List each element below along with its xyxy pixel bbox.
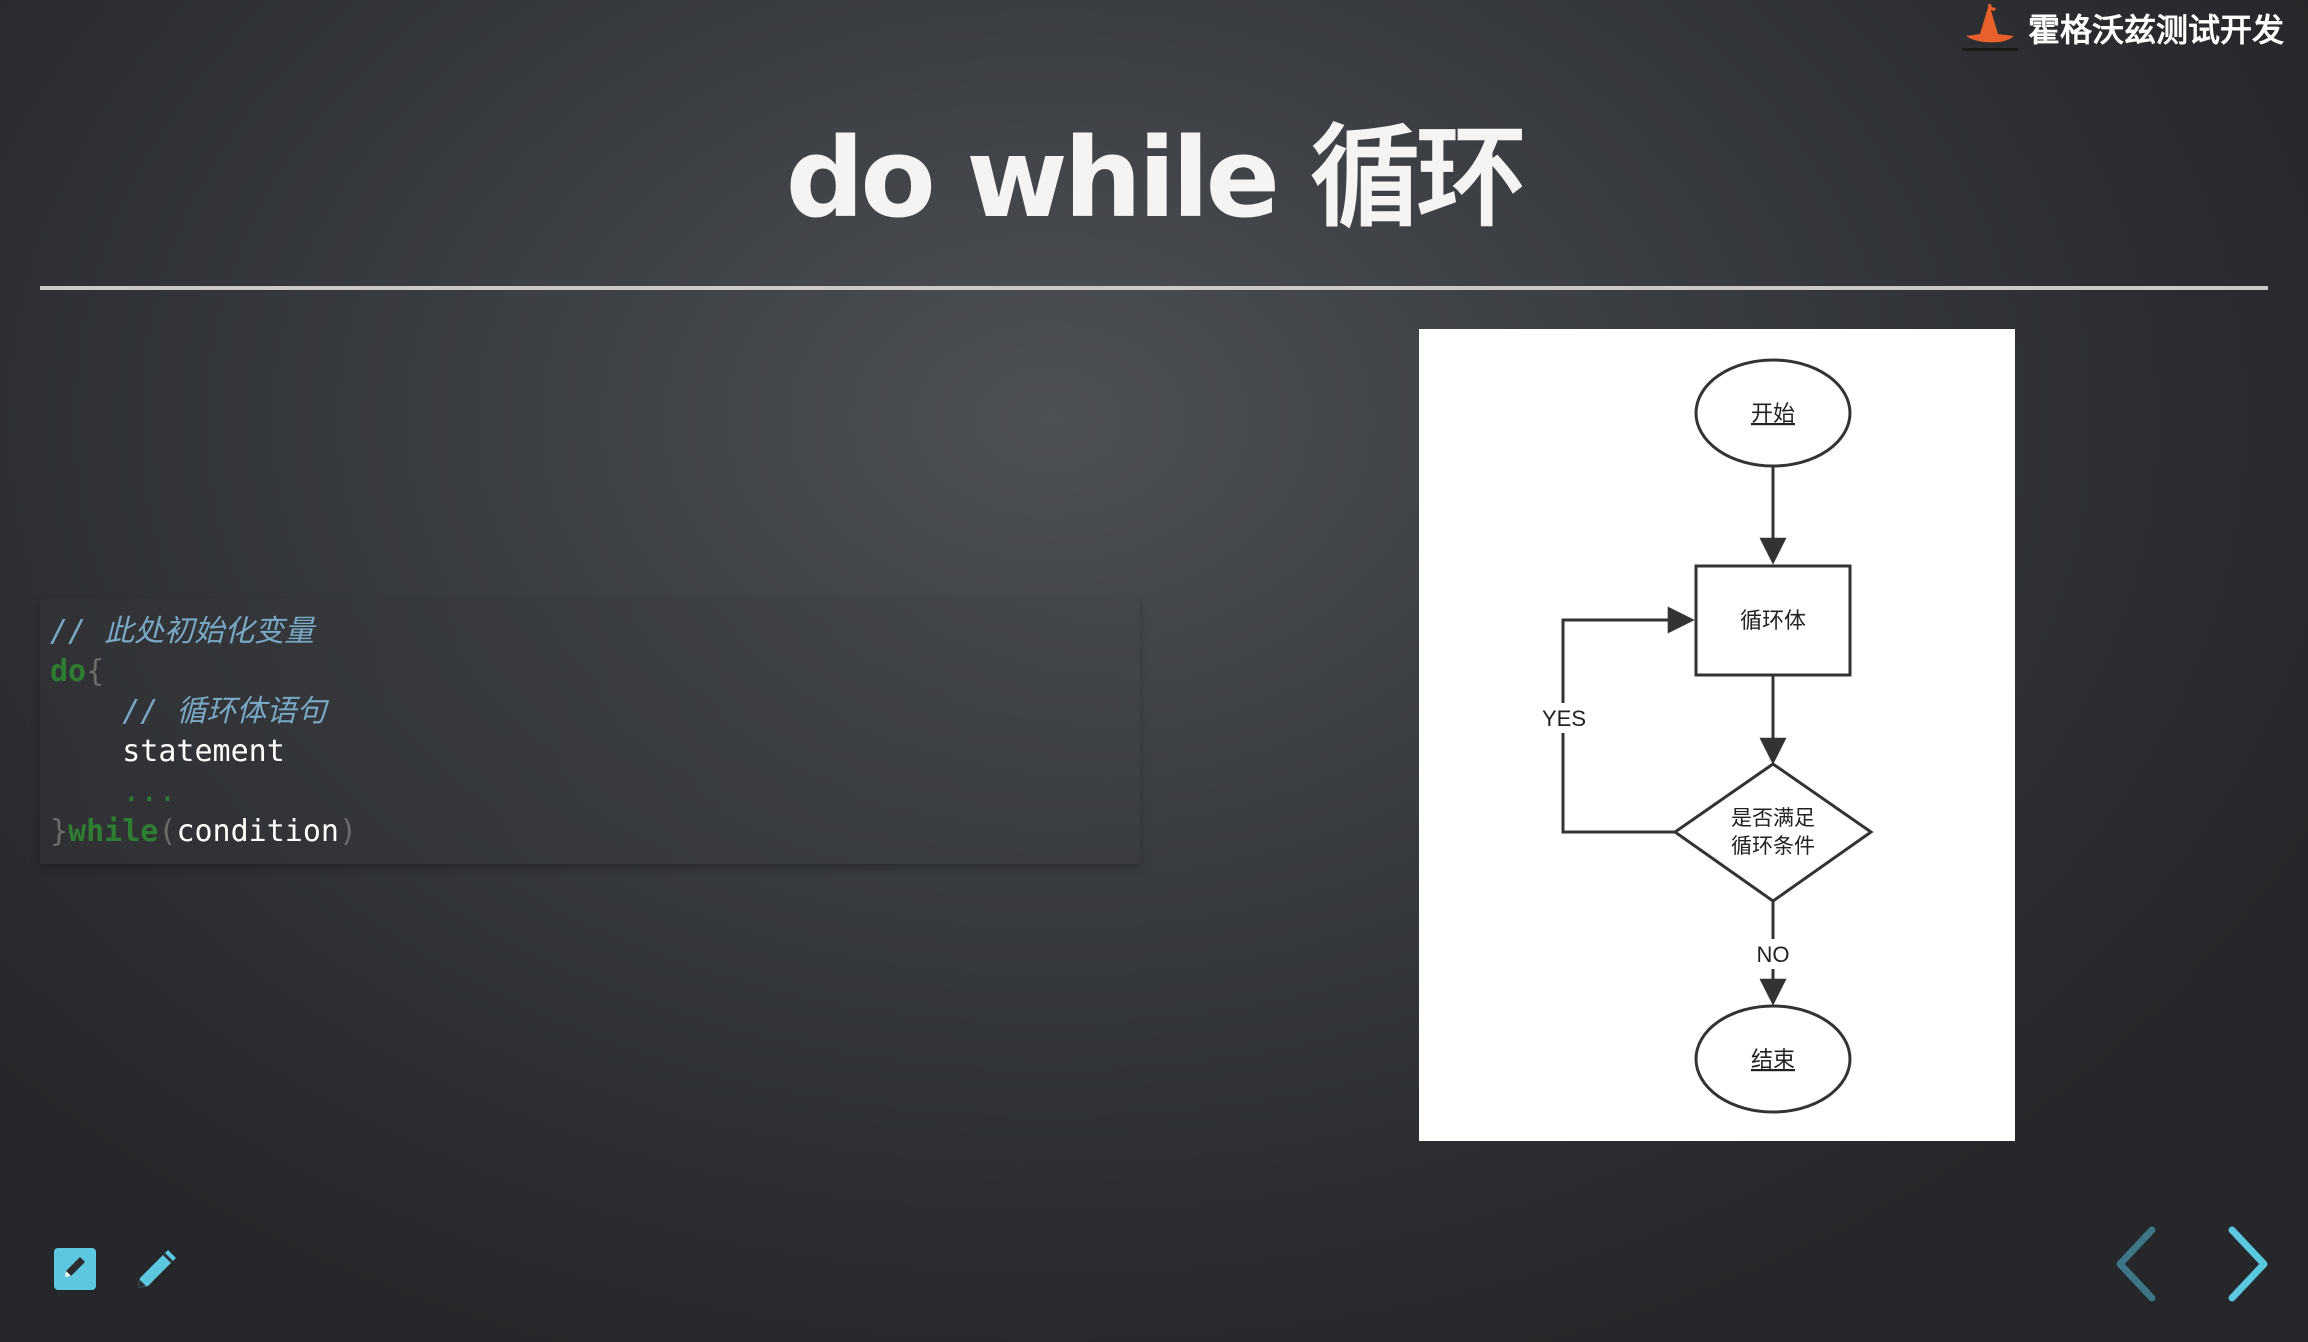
code-keyword-while: while xyxy=(68,814,159,849)
title-divider xyxy=(40,286,2268,290)
code-keyword-do: do xyxy=(50,654,87,689)
flowchart-start-node: 开始 xyxy=(1694,358,1852,468)
brand-name: 霍格沃兹测试开发 xyxy=(2027,11,2284,49)
code-brace-close: } xyxy=(50,814,69,849)
edit-slide-icon xyxy=(54,1248,96,1290)
code-brace-open: { xyxy=(86,654,105,689)
chevron-right-icon xyxy=(2228,1226,2268,1302)
flowchart-yes-label: YES xyxy=(1542,706,1586,731)
flowchart-start-label: 开始 xyxy=(1751,402,1795,427)
flowchart-body-node: 循环体 xyxy=(1694,564,1852,677)
code-statement: statement xyxy=(122,734,285,769)
code-comment-body: // 循环体语句 xyxy=(122,694,327,729)
flowchart-image: 开始 循环体 是否满足 循环条件 YES NO 结束 xyxy=(1419,329,2015,1141)
edit-slide-button[interactable] xyxy=(52,1246,98,1292)
flowchart-no-label-bg xyxy=(1749,939,1797,969)
code-block: // 此处初始化变量 do{ // 循环体语句 statement ... }w… xyxy=(40,598,1140,864)
chevron-left-icon xyxy=(2116,1226,2156,1302)
flowchart-yes-label-bg xyxy=(1539,703,1589,733)
brand-header: 霍格沃兹测试开发 xyxy=(1958,2,2284,54)
code-listing: // 此处初始化变量 do{ // 循环体语句 statement ... }w… xyxy=(40,598,1140,852)
flowchart-diagram: 开始 循环体 是否满足 循环条件 YES NO 结束 xyxy=(1539,358,1874,1114)
slide-title: do while 循环 xyxy=(785,114,1527,242)
code-indent xyxy=(50,694,122,729)
wizard-hat-logo-icon xyxy=(1961,3,2018,51)
code-comment-init: // 此处初始化变量 xyxy=(50,614,315,649)
flowchart-no-label: NO xyxy=(1757,942,1790,967)
flowchart-body-label: 循环体 xyxy=(1740,609,1806,634)
annotate-pencil-button[interactable] xyxy=(132,1242,184,1294)
flowchart-end-node: 结束 xyxy=(1694,1004,1852,1114)
code-paren-close: ) xyxy=(339,814,358,849)
flowchart-decision-node: 是否满足 循环条件 xyxy=(1672,762,1874,903)
code-indent xyxy=(50,774,122,809)
flowchart-end-label: 结束 xyxy=(1751,1048,1795,1073)
pencil-icon xyxy=(138,1250,176,1288)
flowchart-decision-label-1: 是否满足 xyxy=(1731,806,1815,830)
previous-slide-button[interactable] xyxy=(2112,1226,2160,1302)
code-condition: condition xyxy=(176,814,339,849)
flowchart-decision-label-2: 循环条件 xyxy=(1731,834,1815,858)
code-indent xyxy=(50,734,122,769)
next-slide-button[interactable] xyxy=(2224,1226,2272,1302)
code-ellipsis: ... xyxy=(122,774,177,809)
code-paren-open: ( xyxy=(158,814,177,849)
